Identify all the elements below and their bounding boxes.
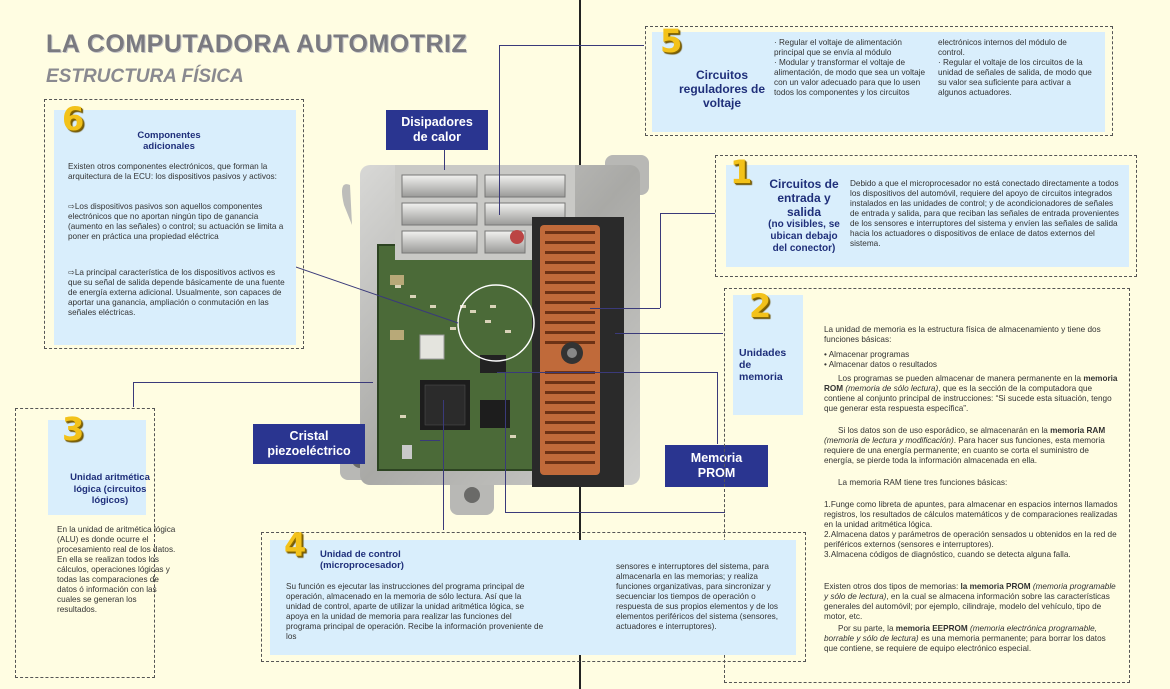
section-3-text: En la unidad de aritmética lógica (ALU) … <box>57 525 176 614</box>
section-2-ram: Si los datos son de uso esporádico, se a… <box>824 426 1106 465</box>
ecu-module-image <box>340 155 649 515</box>
section-5-number: 5 <box>660 22 683 60</box>
section-3-box: 3 <box>48 410 146 515</box>
leader-line-6 <box>290 265 459 324</box>
section-4-frame <box>261 532 806 662</box>
section-5-frame <box>645 26 1113 136</box>
section-2-prom: Existen otros dos tipos de memorias: la … <box>824 582 1116 621</box>
section-1-text: Debido a que el microprocesador no está … <box>850 179 1120 248</box>
section-5-col-2: electrónicos internos del módulo de cont… <box>938 38 1092 97</box>
section-1-frame <box>715 155 1137 277</box>
section-4-number: 4 <box>284 526 307 564</box>
page-subtitle: ESTRUCTURA FÍSICA <box>46 66 244 87</box>
section-6-number: 6 <box>62 100 85 138</box>
section-2-functions: 1.Funge como libreta de apuntes, para al… <box>824 500 1118 559</box>
section-1-number: 1 <box>730 153 753 191</box>
section-2-rom: Los programas se pueden almacenar de man… <box>824 374 1118 413</box>
section-6-bullet-2: ⇨La principal característica de los disp… <box>68 268 285 317</box>
section-3-frame <box>15 408 155 678</box>
section-4-heading: Unidad de control(microprocesador) <box>320 549 404 571</box>
section-3-number: 3 <box>62 410 85 448</box>
section-2-ram-functions-intro: La memoria RAM tiene tres funciones bási… <box>838 478 1008 487</box>
section-2-intro: La unidad de memoria es la estructura fí… <box>824 325 1101 344</box>
section-6-intro: Existen otros componentes electrónicos, … <box>68 162 277 181</box>
section-4-col-2: sensores e interruptores del sistema, pa… <box>616 562 779 631</box>
section-2-frame <box>724 288 1130 683</box>
section-6-frame <box>44 99 304 349</box>
page-title: LA COMPUTADORA AUTOMOTRIZ <box>46 30 468 58</box>
section-4-col-1: Su función es ejecutar las instrucciones… <box>286 582 544 641</box>
section-5-col-1: · Regular el voltaje de alimentación pri… <box>774 38 926 97</box>
section-6-bullet-1: ⇨Los dispositivos pasivos son aquellos c… <box>68 202 284 241</box>
section-2-eeprom: Por su parte, la memoria EEPROM (memoria… <box>824 624 1106 653</box>
section-4-box: 4 Unidad de control(microprocesador) Su … <box>270 526 796 655</box>
section-2-number: 2 <box>749 287 772 325</box>
crystal-component <box>402 445 412 459</box>
section-2-list: • Almacenar programas• Almacenar datos o… <box>824 350 938 369</box>
